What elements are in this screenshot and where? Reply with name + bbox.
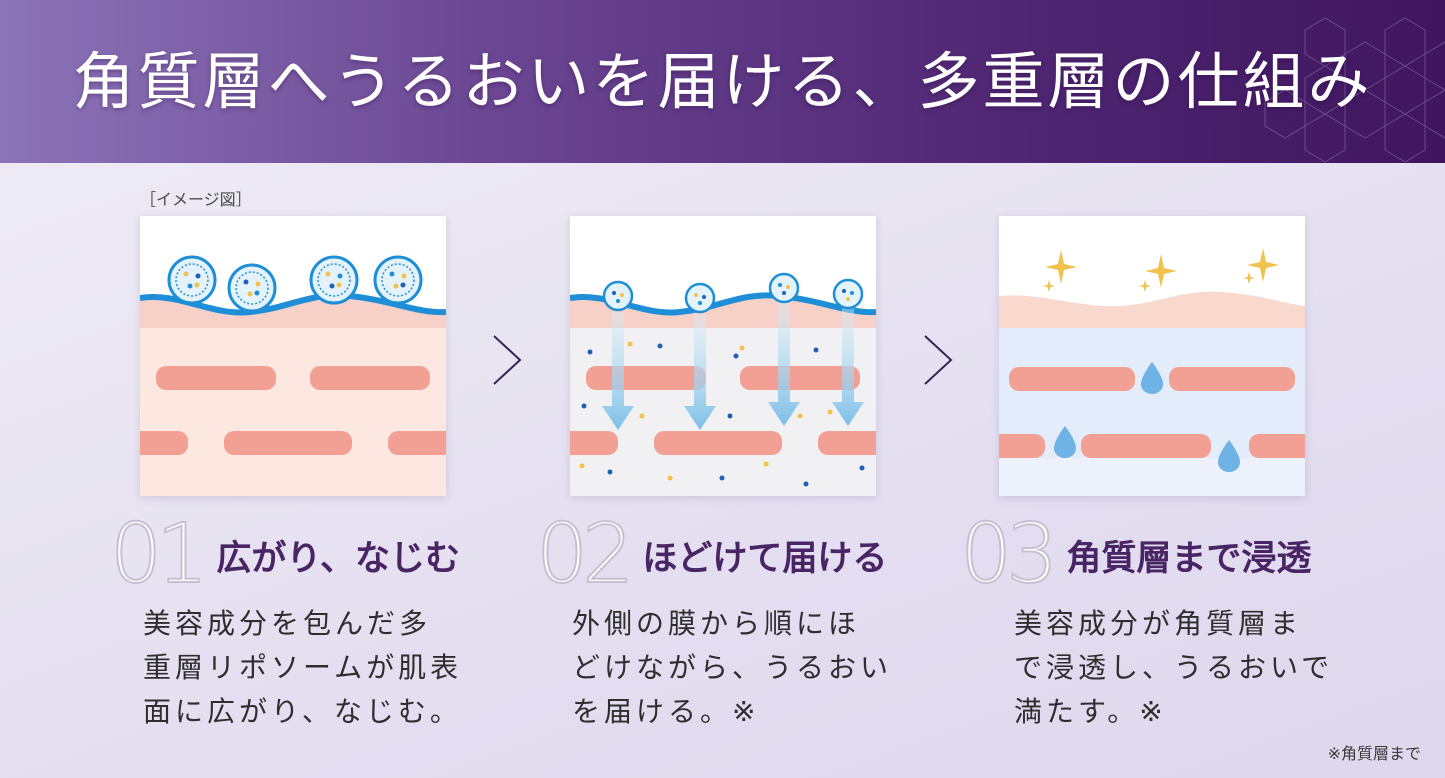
step-title: ほどけて届ける bbox=[642, 538, 888, 579]
chevron-right-icon bbox=[924, 335, 953, 385]
description-line: 満たす。※ bbox=[1014, 695, 1167, 728]
liposome-icon bbox=[373, 255, 423, 305]
illustration-panel-2 bbox=[570, 216, 876, 496]
liposome-icon bbox=[684, 282, 716, 314]
sparkle-icon bbox=[1145, 254, 1177, 288]
step-title: 広がり、なじむ bbox=[216, 538, 460, 579]
description-line: 面に広がり、なじむ。 bbox=[143, 695, 462, 728]
step-number: 01 bbox=[109, 507, 209, 602]
step-3-heading: 03 角質層まで浸透 bbox=[959, 507, 1312, 602]
illustration-panel-3 bbox=[999, 216, 1305, 496]
description-line: 外側の膜から順にほ bbox=[572, 607, 861, 640]
water-drop-icon bbox=[1054, 426, 1076, 458]
step-1-heading: 01 広がり、なじむ bbox=[109, 507, 460, 602]
sparkle-icon bbox=[1247, 248, 1279, 282]
image-note: ［イメージ図］ bbox=[140, 190, 252, 209]
liposome-icon bbox=[602, 280, 634, 312]
description-line: で浸透し、うるおいで bbox=[1014, 651, 1334, 684]
step-2-heading: 02 ほどけて届ける bbox=[535, 507, 888, 602]
water-drop-icon bbox=[1218, 440, 1240, 472]
footnote: ※角質層まで bbox=[1327, 744, 1421, 763]
water-drop-icon bbox=[1141, 362, 1163, 394]
step-2-description: 外側の膜から順にほ どけながら、うるおい を届ける。※ bbox=[572, 602, 892, 734]
liposome-icon bbox=[832, 278, 864, 310]
hexagon-pattern-decoration bbox=[1264, 17, 1445, 163]
description-line: 美容成分を包んだ多 bbox=[143, 607, 432, 640]
sparkle-icon bbox=[1139, 280, 1151, 292]
description-line: を届ける。※ bbox=[572, 695, 760, 728]
liposome-icon bbox=[309, 255, 359, 305]
liposome-icon bbox=[768, 272, 800, 304]
description-line: どけながら、うるおい bbox=[572, 651, 893, 684]
step-number: 02 bbox=[535, 507, 635, 602]
description-line: 美容成分が角質層ま bbox=[1014, 607, 1303, 640]
page-title: 角質層へうるおいを届ける、多重層の仕組み bbox=[72, 44, 1373, 118]
sparkle-icon bbox=[1043, 280, 1055, 292]
step-number: 03 bbox=[959, 507, 1059, 602]
header-banner: 角質層へうるおいを届ける、多重層の仕組み bbox=[0, 0, 1445, 163]
liposome-icon bbox=[167, 255, 217, 305]
illustration-panel-1 bbox=[140, 216, 446, 496]
step-3-description: 美容成分が角質層ま で浸透し、うるおいで 満たす。※ bbox=[1014, 602, 1333, 734]
description-line: 重層リポソームが肌表 bbox=[143, 651, 463, 684]
step-title: 角質層まで浸透 bbox=[1066, 538, 1312, 579]
sparkle-icon bbox=[1243, 272, 1255, 284]
chevron-right-icon bbox=[493, 335, 522, 385]
sparkle-icon bbox=[1045, 250, 1077, 284]
liposome-icon bbox=[227, 263, 277, 313]
step-1-description: 美容成分を包んだ多 重層リポソームが肌表 面に広がり、なじむ。 bbox=[143, 602, 462, 734]
